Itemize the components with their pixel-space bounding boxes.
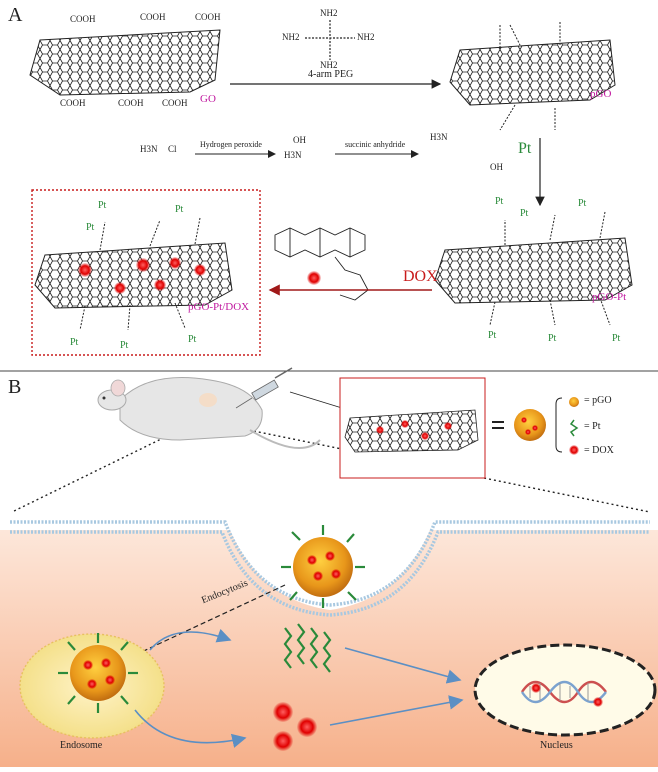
- legend-dox-icon: [569, 445, 579, 455]
- pt-tag: Pt: [188, 334, 197, 345]
- pt-tag: Pt: [120, 340, 129, 351]
- cooh-label: COOH: [118, 98, 144, 108]
- arrow-pt-to-nucleus: [344, 647, 462, 684]
- cell-membrane: [10, 520, 650, 607]
- pt-label: Pt: [518, 140, 532, 157]
- released-dox: [273, 702, 317, 751]
- pt-tag: Pt: [612, 333, 621, 344]
- nh2-label: NH2: [320, 8, 338, 18]
- dna-helix: [520, 680, 607, 704]
- oh-label: OH: [293, 135, 306, 145]
- pgo-sheet: [449, 22, 616, 131]
- legend-pgo-icon: [569, 397, 579, 407]
- h3n-label: H3N: [140, 144, 158, 154]
- nucleus-label: Nucleus: [540, 740, 573, 751]
- pt-tag: Pt: [86, 222, 95, 233]
- endosome-label: Endosome: [60, 740, 103, 751]
- endosome-nanoparticle: [58, 633, 138, 713]
- nucleus-dox-2: [593, 697, 603, 707]
- nucleus-dox: [531, 683, 541, 693]
- pt-tag: Pt: [495, 196, 504, 207]
- arrow-pt-release: [149, 628, 232, 651]
- oh-label: OH: [490, 162, 503, 172]
- nucleus: [473, 643, 657, 737]
- pt-tag: Pt: [175, 204, 184, 215]
- pgo-pt-dox-sheet: [34, 217, 233, 331]
- inset-sheet: [344, 409, 479, 453]
- cooh-label: COOH: [195, 12, 221, 22]
- legend-pt-icon: [569, 419, 579, 437]
- pgo-pt-label: pGO-Pt: [592, 291, 627, 303]
- legend-pgo-label: = pGO: [584, 395, 612, 406]
- cooh-label: COOH: [60, 98, 86, 108]
- endocytosis-arrow: [133, 584, 286, 656]
- syringe-icon: [235, 367, 293, 409]
- legend-nanoparticle: [514, 409, 546, 441]
- peg-structure: [305, 20, 355, 60]
- cl-label: Cl: [168, 144, 177, 154]
- cooh-label: COOH: [70, 14, 96, 24]
- zoom-line-right: [199, 419, 651, 513]
- legend-dox-label: = DOX: [584, 445, 614, 456]
- pt-tag: Pt: [488, 330, 497, 341]
- pt-tag: Pt: [98, 200, 107, 211]
- released-pt: [283, 623, 332, 673]
- pt-tag: Pt: [70, 337, 79, 348]
- cooh-label: COOH: [140, 12, 166, 22]
- pt-tag: Pt: [548, 333, 557, 344]
- pt-tag: Pt: [578, 198, 587, 209]
- panel-a-label: A: [8, 4, 23, 26]
- hydrogen-peroxide-label: Hydrogen peroxide: [200, 140, 262, 149]
- arrow-dox-to-nucleus: [329, 695, 464, 726]
- legend-pt-label: = Pt: [584, 421, 601, 432]
- legend-bracket: [555, 397, 563, 453]
- pgo-label: pGO: [590, 88, 612, 100]
- pt-tag: Pt: [520, 208, 529, 219]
- dox-label: DOX: [403, 268, 438, 285]
- panel-b-label: B: [8, 376, 22, 398]
- pgo-pt-sheet: [434, 211, 633, 326]
- dox-molecule: [274, 227, 369, 301]
- pgo-pt-dox-label: pGO-Pt/DOX: [188, 301, 250, 313]
- arrow-dox-release: [134, 709, 247, 748]
- nh2-label: NH2: [282, 32, 300, 42]
- nh2-label: NH2: [357, 32, 375, 42]
- mouse-illustration: [97, 377, 321, 449]
- h3n-label: H3N: [430, 132, 448, 142]
- h3n-label: H3N: [284, 150, 302, 160]
- equals-sign: [492, 421, 504, 429]
- peg-label: 4-arm PEG: [308, 69, 354, 80]
- go-label: GO: [200, 93, 216, 105]
- succinic-anhydride-label: succinic anhydride: [345, 140, 406, 149]
- nanoparticle-entering: [281, 525, 365, 608]
- pgo-pt-dox-box: [31, 189, 261, 356]
- dox-marker-icon: [307, 271, 321, 285]
- nh2-label: NH2: [320, 60, 338, 70]
- cooh-label: COOH: [162, 98, 188, 108]
- go-sheet: [29, 29, 221, 96]
